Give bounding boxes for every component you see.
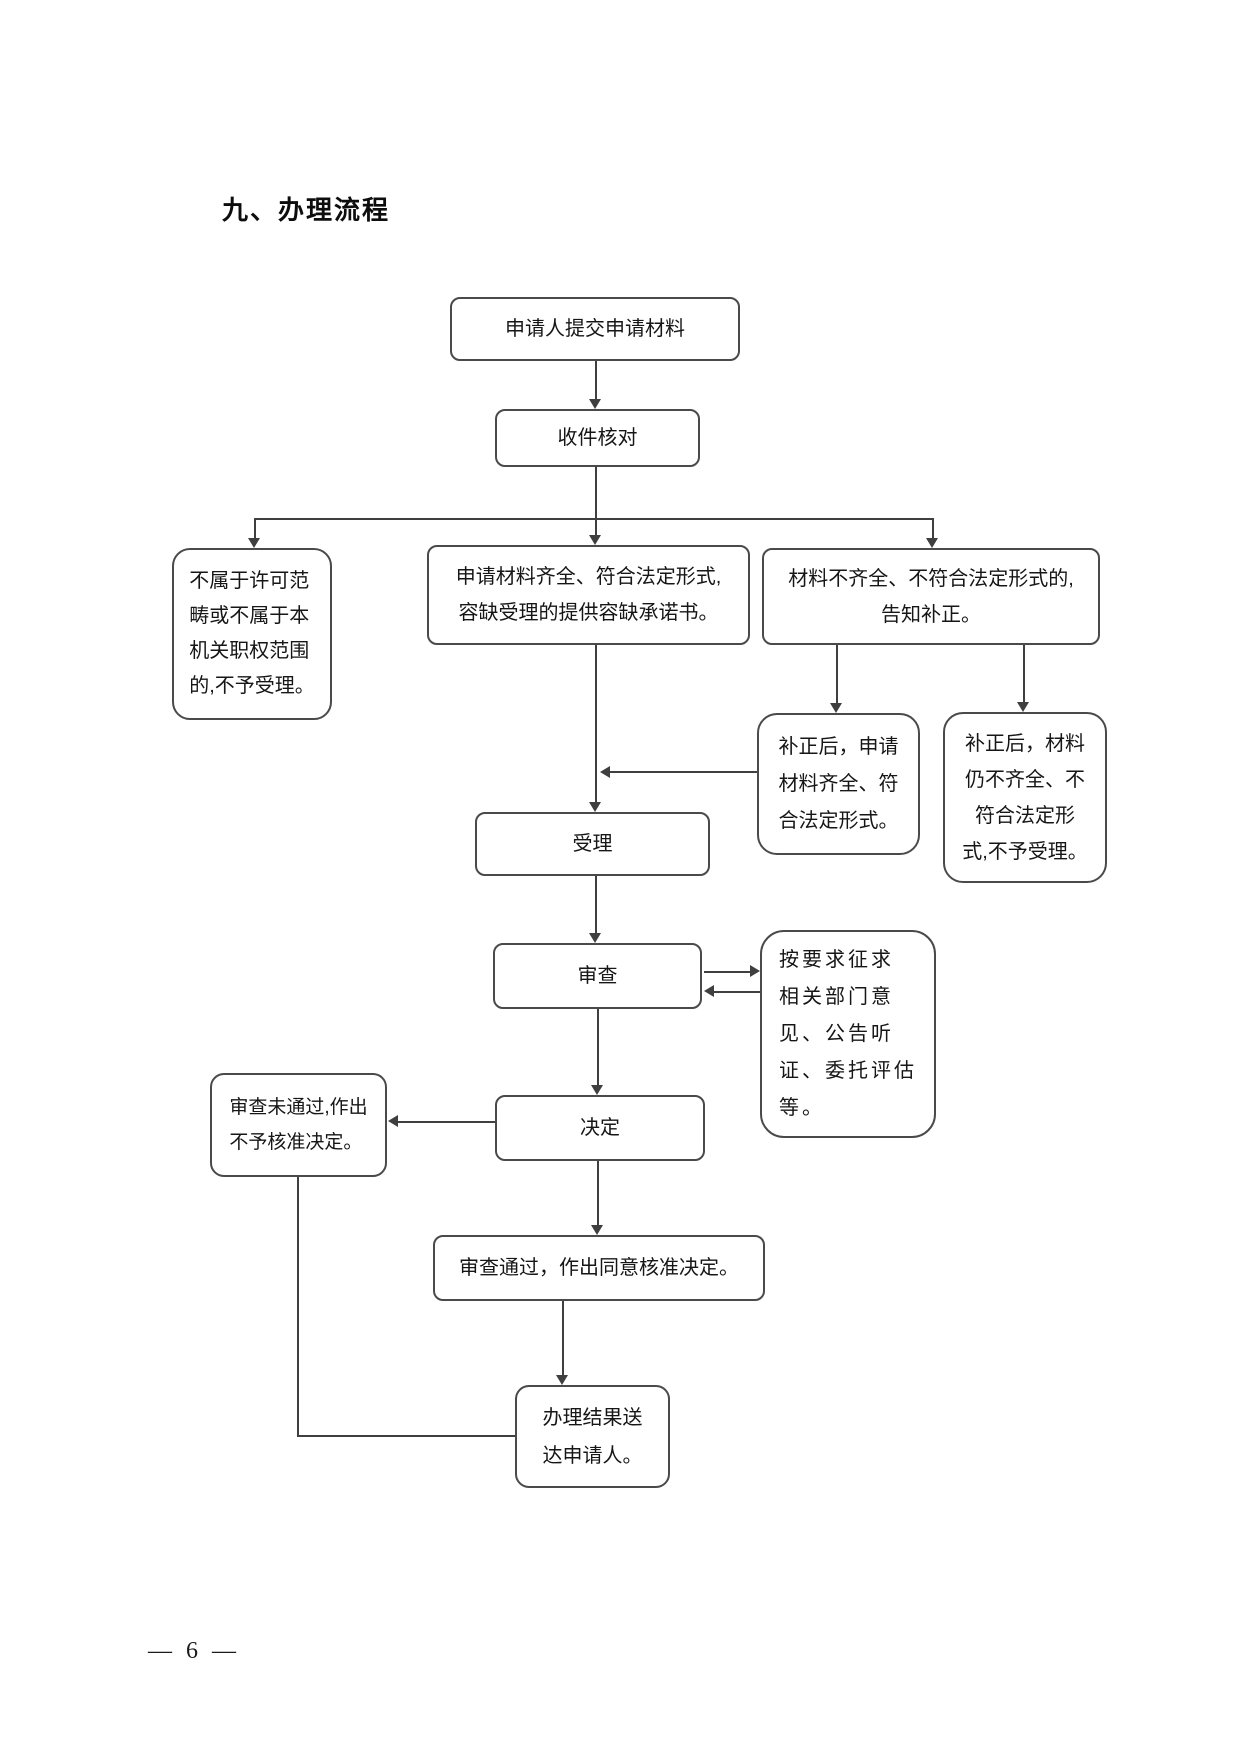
node-review-label: 审查 <box>577 964 618 987</box>
arrowhead-consult-to-review <box>704 985 714 997</box>
connector-incomplete-to-corrected-incomplete <box>1023 645 1025 704</box>
node-submit-materials-label: 申请人提交申请材料 <box>505 317 685 340</box>
arrowhead-accept-to-review <box>589 933 601 943</box>
connector-review-to-decision <box>597 1009 599 1086</box>
arrowhead-passed-to-deliver <box>556 1375 568 1385</box>
connector-branch-to-complete <box>595 518 597 536</box>
arrowhead-submit-to-check <box>589 399 601 409</box>
connector-passed-to-deliver <box>562 1301 564 1376</box>
node-submit-materials: 申请人提交申请材料 <box>450 297 740 361</box>
connector-submit-to-check <box>595 361 597 401</box>
arrowhead-review-to-decision <box>591 1085 603 1095</box>
page-title: 九、办理流程 <box>222 195 391 225</box>
arrowhead-decision-to-failed <box>388 1115 398 1127</box>
connector-complete-to-accept <box>595 645 597 803</box>
arrowhead-corrected-to-mainline <box>600 766 610 778</box>
node-receive-check: 收件核对 <box>495 409 700 467</box>
node-decision: 决定 <box>495 1095 705 1161</box>
node-receive-check-label: 收件核对 <box>557 426 638 449</box>
connector-corrected-to-mainline <box>610 771 757 773</box>
node-materials-incomplete: 材料不齐全、不符合法定形式的, 告知补正。 <box>762 548 1100 645</box>
arrowhead-decision-to-passed <box>591 1225 603 1235</box>
connector-decision-to-passed <box>597 1161 599 1226</box>
node-decision-label: 决定 <box>580 1116 620 1139</box>
node-review-failed-label: 审查未通过,作出 不予核准决定。 <box>229 1096 368 1153</box>
node-review-passed: 审查通过，作出同意核准决定。 <box>433 1235 765 1301</box>
branch-bar <box>255 518 933 520</box>
connector-check-to-branch <box>595 467 597 518</box>
connector-consult-to-review <box>713 991 760 993</box>
node-materials-complete-label: 申请材料齐全、符合法定形式, 容缺受理的提供容缺承诺书。 <box>455 566 722 624</box>
node-not-in-scope-label: 不属于许可范 畴或不属于本 机关职权范围 的,不予受理。 <box>189 570 315 697</box>
node-corrected-complete-label: 补正后，申请 材料齐全、符 合法定形式。 <box>778 735 899 832</box>
node-corrected-incomplete: 补正后，材料 仍不齐全、不 符合法定形 式,不予受理。 <box>943 712 1107 883</box>
connector-failed-down <box>297 1177 299 1437</box>
connector-review-to-consult <box>704 971 751 973</box>
node-consult-departments-label: 按要求征求 相关部门意 见、公告听 证、委托评估 等。 <box>779 948 917 1119</box>
connector-accept-to-review <box>595 876 597 934</box>
node-deliver-result: 办理结果送 达申请人。 <box>515 1385 670 1488</box>
arrowhead-review-to-consult <box>750 965 760 977</box>
arrowhead-branch-to-incomplete <box>926 538 938 548</box>
node-accept: 受理 <box>475 812 710 876</box>
node-deliver-result-label: 办理结果送 达申请人。 <box>542 1406 643 1467</box>
arrowhead-complete-to-accept <box>589 802 601 812</box>
connector-failed-to-deliver <box>297 1435 515 1437</box>
arrowhead-branch-to-complete <box>589 535 601 545</box>
node-not-in-scope: 不属于许可范 畴或不属于本 机关职权范围 的,不予受理。 <box>172 548 332 720</box>
connector-branch-to-not-in-scope <box>254 518 256 539</box>
connector-branch-to-incomplete <box>932 518 934 539</box>
node-corrected-complete: 补正后，申请 材料齐全、符 合法定形式。 <box>757 713 920 855</box>
arrowhead-incomplete-to-corrected-complete <box>830 703 842 713</box>
arrowhead-incomplete-to-corrected-incomplete <box>1017 702 1029 712</box>
connector-incomplete-to-corrected-complete <box>836 645 838 705</box>
page-number: — 6 — <box>148 1638 240 1664</box>
connector-decision-to-failed <box>397 1121 495 1123</box>
node-corrected-incomplete-label: 补正后，材料 仍不齐全、不 符合法定形 式,不予受理。 <box>962 732 1088 863</box>
node-materials-incomplete-label: 材料不齐全、不符合法定形式的, 告知补正。 <box>788 567 1074 626</box>
node-accept-label: 受理 <box>572 832 613 855</box>
node-review-failed: 审查未通过,作出 不予核准决定。 <box>210 1073 387 1177</box>
node-review: 审查 <box>493 943 702 1009</box>
node-materials-complete: 申请材料齐全、符合法定形式, 容缺受理的提供容缺承诺书。 <box>427 545 750 645</box>
node-review-passed-label: 审查通过，作出同意核准决定。 <box>459 1256 739 1279</box>
node-consult-departments: 按要求征求 相关部门意 见、公告听 证、委托评估 等。 <box>760 930 936 1138</box>
arrowhead-branch-to-not-in-scope <box>248 538 260 548</box>
